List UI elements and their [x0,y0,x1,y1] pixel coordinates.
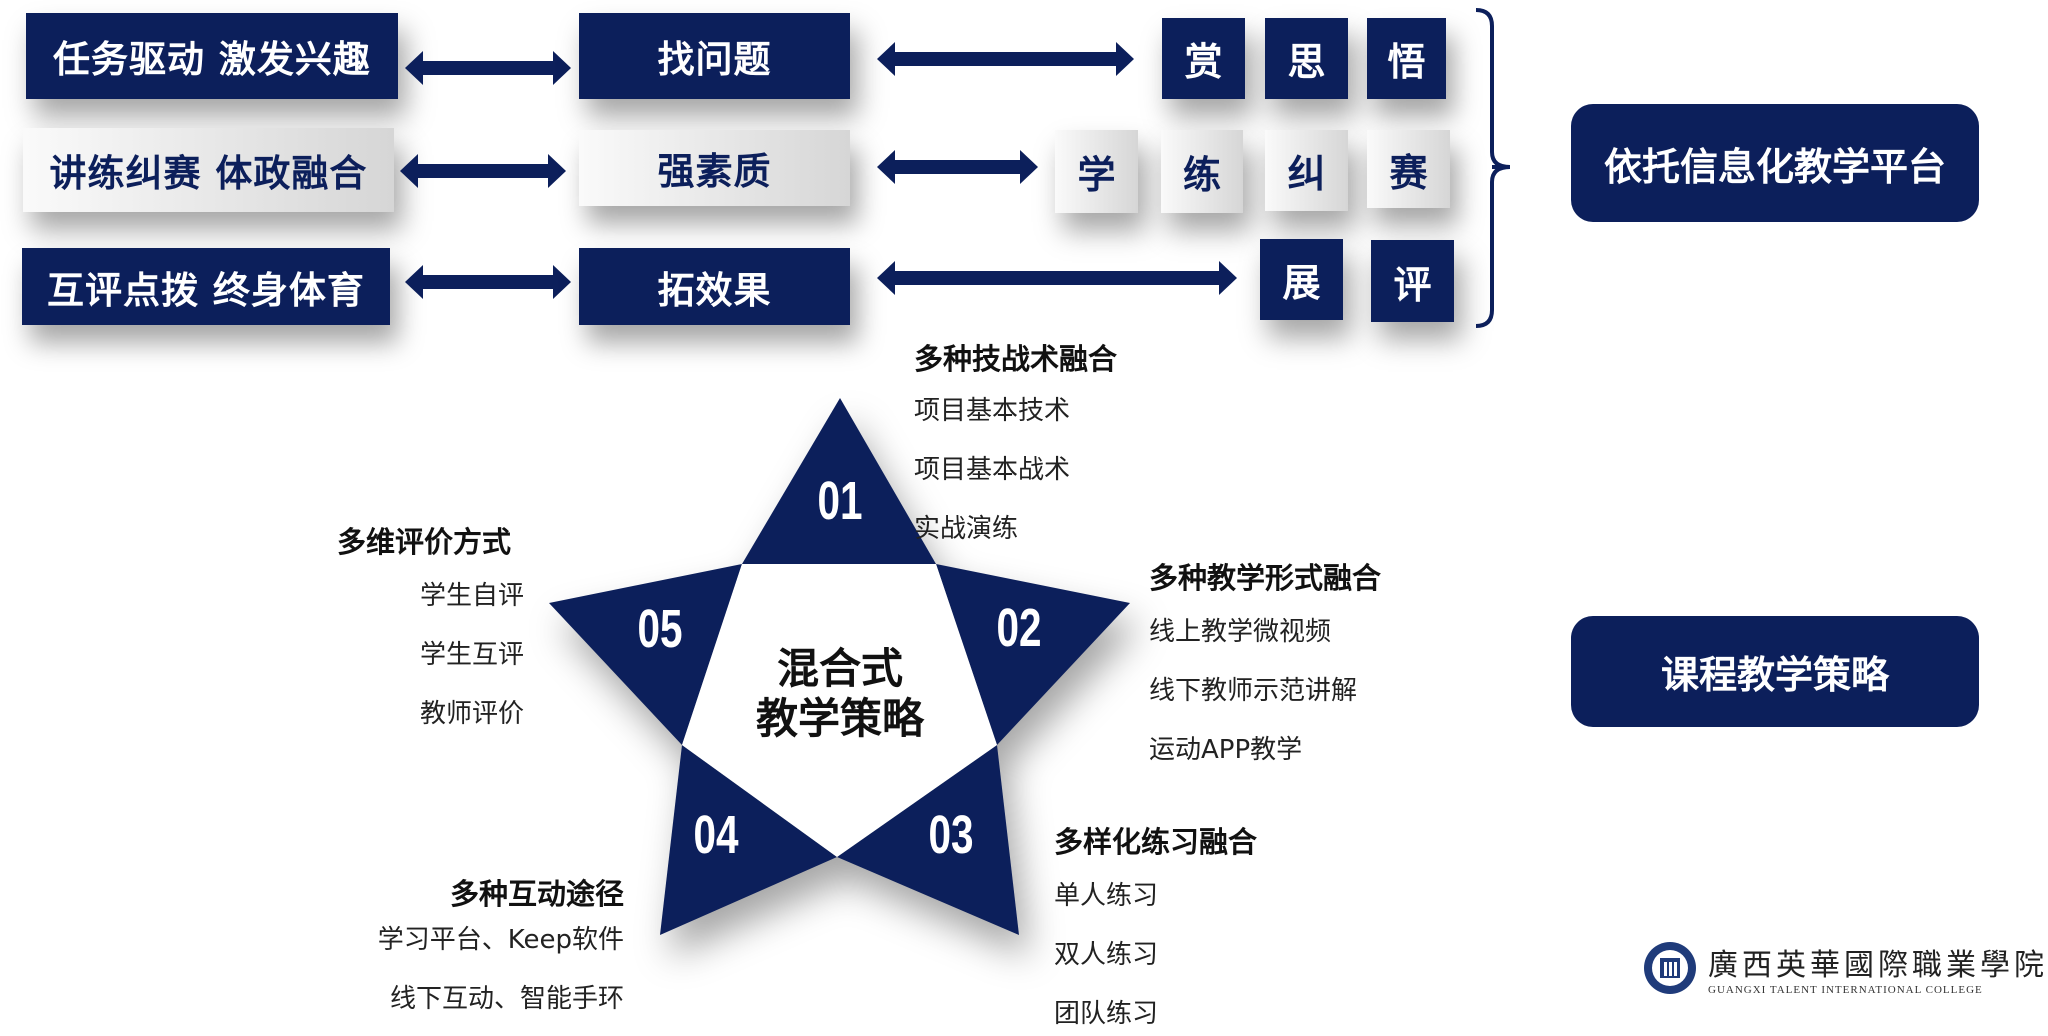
box-label: 讲练纠赛 体政融合 [49,152,368,195]
college-logo: 廣西英華國際職業學院 GUANGXI TALENT INTERNATIONAL … [1642,940,2048,996]
point-item: 团队练习 [1054,999,1159,1029]
point-item: 教师评价 [420,699,525,729]
strategy-label: 课程教学策略 [1660,653,1889,697]
box-label: 拓效果 [657,268,772,312]
char-box: 学 [1055,130,1138,213]
point-01-text: 多种技战术融合 项目基本技术 项目基本战术 实战演练 [914,336,1117,545]
char-label: 赏 [1184,40,1223,84]
double-arrow [877,42,1134,76]
point-number: 05 [637,599,683,659]
center-title: 混合式 教学策略 [740,644,940,744]
brace [1475,8,1511,328]
char-box: 练 [1161,130,1243,213]
char-box: 赏 [1162,18,1245,99]
quality-box: 强素质 [579,130,850,206]
point-item: 单人练习 [1054,881,1159,911]
box-label: 互评点拨 终身体育 [47,268,365,312]
platform-button: 依托信息化教学平台 [1571,104,1979,222]
char-label: 思 [1287,40,1326,84]
college-name-cn: 廣西英華國際職業學院 [1708,948,2048,983]
point-item: 线上教学微视频 [1149,617,1332,647]
char-label: 纠 [1287,152,1326,196]
char-box: 评 [1371,240,1454,322]
center-line: 混合式 [776,644,903,693]
point-title: 多维评价方式 [337,525,512,559]
point-05-text: 多维评价方式 学生自评 学生互评 教师评价 [337,519,524,730]
strategy-label-box: 课程教学策略 [1571,616,1979,727]
integration-box: 讲练纠赛 体政融合 [23,128,394,212]
char-label: 练 [1182,153,1221,197]
char-label: 展 [1282,261,1321,305]
platform-label: 依托信息化教学平台 [1603,144,1946,189]
char-box: 思 [1265,18,1348,99]
point-number: 02 [996,598,1042,658]
point-item: 实战演练 [914,514,1019,544]
point-item: 项目基本战术 [914,455,1071,485]
char-label: 赛 [1389,150,1428,195]
center-line: 教学策略 [755,694,924,743]
point-item: 双人练习 [1054,940,1159,970]
point-number: 01 [817,471,863,531]
double-arrow [877,261,1237,295]
box-label: 强素质 [657,150,772,193]
point-number: 04 [693,805,739,865]
char-box: 展 [1260,239,1343,320]
point-title: 多种技战术融合 [914,342,1118,376]
point-item: 线下教师示范讲解 [1149,676,1358,706]
expand-effect-box: 拓效果 [579,248,850,325]
point-item: 学习平台、Keep软件 [377,925,624,955]
point-number: 03 [928,805,974,865]
point-title: 多种教学形式融合 [1149,561,1382,595]
char-box: 赛 [1367,130,1450,208]
point-item: 线下互动、智能手环 [389,984,624,1014]
point-item: 学生自评 [420,581,525,611]
char-box: 悟 [1367,18,1446,99]
char-box: 纠 [1265,130,1348,211]
college-name-en: GUANGXI TALENT INTERNATIONAL COLLEGE [1708,984,1983,996]
char-label: 评 [1393,262,1432,307]
star-point-05 [549,564,742,745]
double-arrow [400,154,566,188]
point-title: 多样化练习融合 [1054,825,1258,859]
point-item: 项目基本技术 [914,396,1071,426]
point-04-text: 多种互动途径 学习平台、Keep软件 线下互动、智能手环 [378,871,624,1015]
double-arrow [405,51,571,85]
box-label: 找问题 [657,38,772,81]
double-arrow [877,150,1038,184]
char-label: 学 [1077,153,1116,197]
point-item: 学生互评 [420,640,525,670]
task-driven-box: 任务驱动 激发兴趣 [26,13,398,99]
star-point-04 [660,745,837,935]
college-emblem-icon [1644,942,1696,994]
evaluation-box: 互评点拨 终身体育 [22,248,390,325]
star-point-01 [742,398,936,564]
double-arrow [405,265,571,299]
star-center [682,564,997,857]
point-title: 多种互动途径 [449,877,624,911]
point-item: 运动APP教学 [1149,735,1303,765]
find-problem-box: 找问题 [579,13,850,99]
char-label: 悟 [1387,40,1426,84]
point-03-text: 多样化练习融合 单人练习 双人练习 团队练习 [1054,819,1257,1030]
star-point-02 [936,564,1130,745]
star-point-03 [837,745,1019,935]
point-02-text: 多种教学形式融合 线上教学微视频 线下教师示范讲解 运动APP教学 [1149,555,1381,766]
box-label: 任务驱动 激发兴趣 [53,38,371,81]
